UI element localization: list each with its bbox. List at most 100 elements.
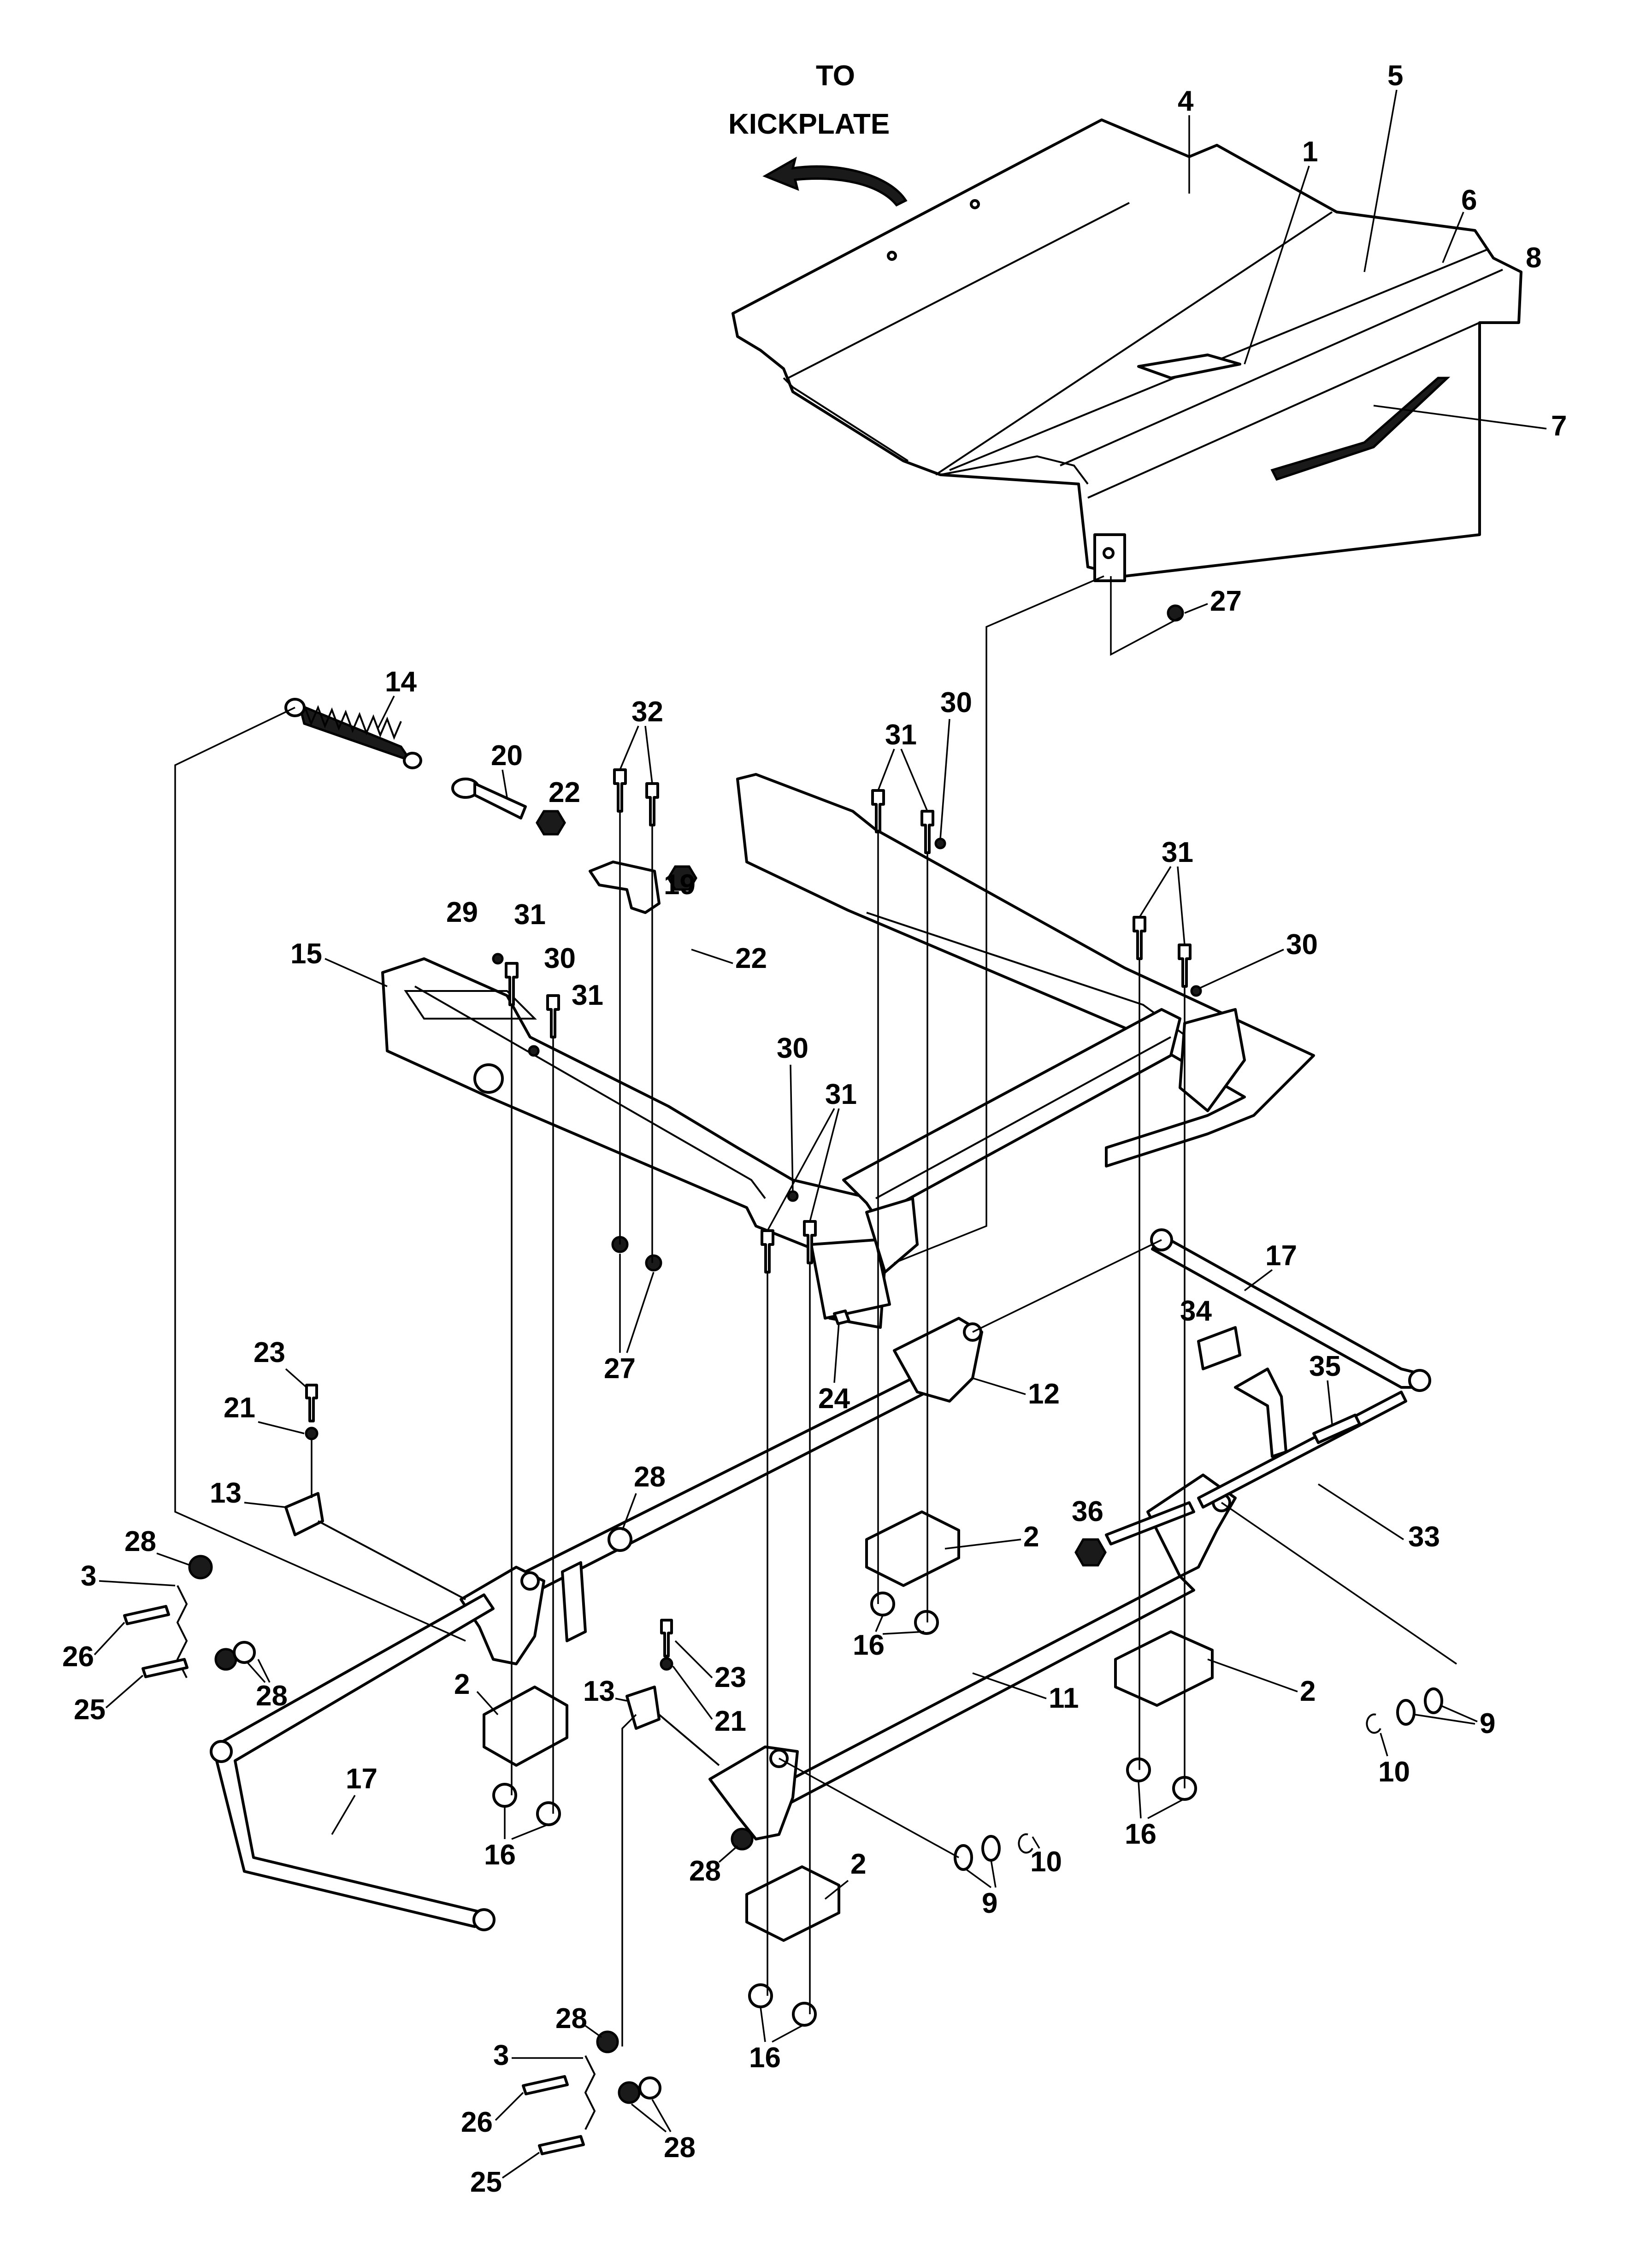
callout-34: 34	[1180, 1295, 1212, 1327]
part-13-link-lower	[625, 1686, 661, 1730]
part-26-bolt-b	[522, 2075, 569, 2095]
callouts: 4 5 1 6 8 7 27 14 20 22 32 19 22 29 31 3…	[62, 60, 1567, 2198]
plate-side-edge	[787, 202, 1130, 392]
callout-9b: 9	[1480, 1708, 1495, 1740]
leader-13a	[244, 1502, 286, 1508]
part-31-bolt-f	[546, 994, 560, 1038]
callout-25b: 25	[470, 2166, 502, 2198]
top-plate-assembly	[732, 118, 1522, 582]
lift-pivot-bracket-lower	[708, 1746, 799, 1840]
part-33-shaft	[1197, 1391, 1407, 1509]
part-31-bolt-e	[505, 962, 519, 1006]
part-2-bracket-b	[865, 1510, 960, 1587]
leader-21b	[672, 1665, 713, 1720]
part-17-rod-lower-left	[215, 1593, 495, 1928]
leader-17a	[1244, 1269, 1273, 1292]
part-10-clip-b	[1366, 1713, 1381, 1734]
leader-16b	[875, 1615, 925, 1635]
callout-30c: 30	[1286, 929, 1318, 961]
leader-21a	[258, 1421, 305, 1434]
leader-9a	[965, 1859, 997, 1888]
callout-29: 29	[446, 896, 478, 928]
plate-edge-lip-2	[783, 377, 909, 462]
callout-2b: 2	[1023, 1521, 1039, 1553]
part-1-window	[1137, 354, 1241, 379]
callout-16d: 16	[749, 2042, 781, 2074]
part-16-grommet-b2	[914, 1610, 939, 1635]
leader-25b	[502, 2152, 540, 2179]
part-30-nut-a	[934, 837, 946, 849]
part-36-nut	[1074, 1538, 1107, 1567]
leader-14	[377, 696, 395, 729]
callout-28d: 28	[689, 1855, 721, 1887]
callout-5: 5	[1387, 60, 1403, 92]
callout-4: 4	[1178, 85, 1194, 117]
leader-3a	[99, 1580, 176, 1586]
leader-16a	[504, 1807, 547, 1840]
callout-20: 20	[491, 740, 523, 772]
leader-12	[972, 1377, 1026, 1395]
part-27-nut-b	[645, 1254, 662, 1272]
callout-17a: 17	[1265, 1240, 1297, 1272]
leader-28c	[246, 1659, 271, 1683]
callout-12: 12	[1028, 1378, 1060, 1410]
callout-35: 35	[1309, 1350, 1341, 1382]
leader-28b	[156, 1552, 189, 1566]
part-28-bushing-b	[608, 1527, 632, 1552]
part-24-bolt	[833, 1309, 850, 1325]
leader-16d	[760, 2007, 802, 2043]
rail-left-edge	[414, 985, 766, 1199]
part-9-washer-b2	[1424, 1687, 1443, 1714]
part-21-washer-a	[305, 1427, 319, 1440]
plate-mount-hole	[1103, 547, 1115, 559]
callout-3b: 3	[493, 2040, 509, 2071]
leader-22b	[691, 949, 733, 964]
part-16-grommet-b1	[870, 1592, 895, 1616]
mount-brackets	[483, 1510, 1214, 2027]
pivot-hole-left	[520, 1571, 540, 1591]
part-34-hook	[1234, 1368, 1287, 1458]
part-29-nut	[492, 953, 504, 965]
part-31-bolt-d	[1178, 944, 1192, 988]
callout-28e: 28	[555, 2003, 587, 2035]
callout-13b: 13	[583, 1675, 615, 1707]
spring-assembly	[284, 698, 697, 914]
kickplate-arrow	[762, 156, 908, 207]
part-23-bolt-b	[660, 1619, 673, 1657]
part-31-bolt-b	[920, 810, 934, 854]
assembly-line-spring-left	[174, 707, 466, 1642]
callout-26a: 26	[62, 1641, 94, 1673]
leader-15	[324, 958, 388, 987]
plate-hole-a	[970, 199, 980, 209]
callout-24: 24	[818, 1383, 850, 1415]
callout-7: 7	[1551, 410, 1567, 442]
callout-2d: 2	[850, 1848, 866, 1880]
leader-2d	[824, 1880, 849, 1900]
cross-member-edge	[875, 1036, 1171, 1199]
rail-left-slot	[404, 990, 537, 1020]
callout-32: 32	[631, 696, 663, 728]
leader-2c	[1207, 1658, 1298, 1693]
leader-17b	[331, 1795, 356, 1835]
callout-21b: 21	[714, 1705, 746, 1737]
part-16-grommet-d2	[792, 2002, 817, 2027]
leader-25a	[105, 1675, 144, 1709]
callout-28a: 28	[634, 1461, 666, 1493]
callout-9a: 9	[982, 1887, 997, 1919]
callout-31b: 31	[572, 979, 603, 1011]
leader-23b	[674, 1640, 713, 1679]
callout-2a: 2	[454, 1669, 470, 1700]
part-7-decal	[1270, 377, 1451, 481]
callout-11: 11	[1049, 1682, 1079, 1714]
part-31-bolt-g	[761, 1229, 774, 1274]
leader-27-top	[1184, 603, 1208, 614]
leader-6	[1442, 212, 1464, 263]
part-26-bolt-a	[123, 1605, 170, 1625]
callout-30a: 30	[544, 943, 576, 974]
callout-16a: 16	[484, 1839, 516, 1871]
callout-10b: 10	[1378, 1756, 1410, 1788]
callout-33: 33	[1408, 1521, 1440, 1553]
rod-17-end-b	[1408, 1369, 1431, 1392]
callout-8: 8	[1526, 242, 1541, 274]
